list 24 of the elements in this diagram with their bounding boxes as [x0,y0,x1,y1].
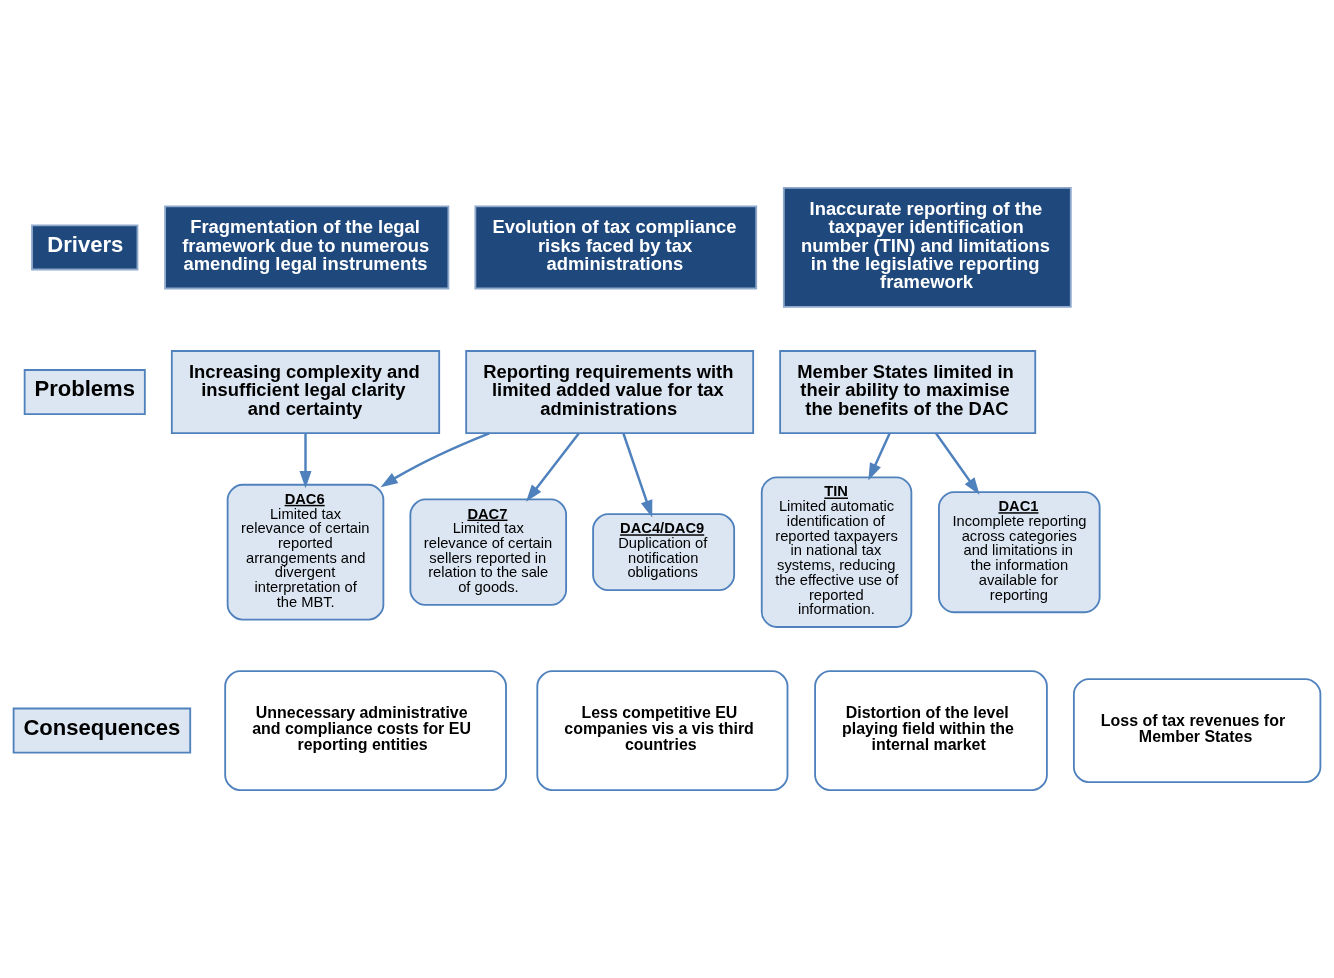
node-box: Drivers [31,224,139,271]
node-box: Distortion of the level playing field within the internal market [814,670,1048,791]
arrow [622,433,653,518]
node-box: Unnecessary administrative and compliance costs for EU reporting entities [224,670,507,791]
arrow [299,433,312,489]
node-box: Less competitive EU companies vis a vis third countries [536,670,789,791]
node-box: DAC1 Incomplete reporting across categories and limitations in the information available for reporting [938,491,1101,614]
node-box: DAC6 Limited tax relevance of certain reported arrangements and divergent interpretation of the MBT. [226,483,385,621]
node-box: Problems [23,369,146,416]
arrow [868,433,891,481]
node-box: Loss of tax revenues for Member States [1072,678,1322,784]
node-box: TIN Limited automatic identification of reported taxpayers in national tax systems, reducing the effective use of reported information. [760,476,913,628]
node-box: Evolution of tax compliance risks faced by tax administrations [474,205,758,290]
arrow [380,432,490,488]
arrow [526,432,580,502]
arrow [935,432,980,495]
node-box: Inaccurate reporting of the taxpayer identification number (TIN) and limitations in the legislative reporting framework [782,187,1072,308]
node-box: Reporting requirements with limited added value for tax administrations [465,350,755,435]
node-box: Fragmentation of the legal framework due to numerous amending legal instruments [164,205,450,290]
node-box: Increasing complexity and insufficient legal clarity and certainty [170,350,441,435]
node-box: DAC7 Limited tax relevance of certain sellers reported in relation to the sale of goods. [409,498,568,606]
node-box: Consequences [12,707,192,754]
node-box: DAC4/DAC9 Duplication of notification obligations [592,513,736,592]
node-box: Member States limited in their ability to maximise the benefits of the DAC [779,350,1037,435]
